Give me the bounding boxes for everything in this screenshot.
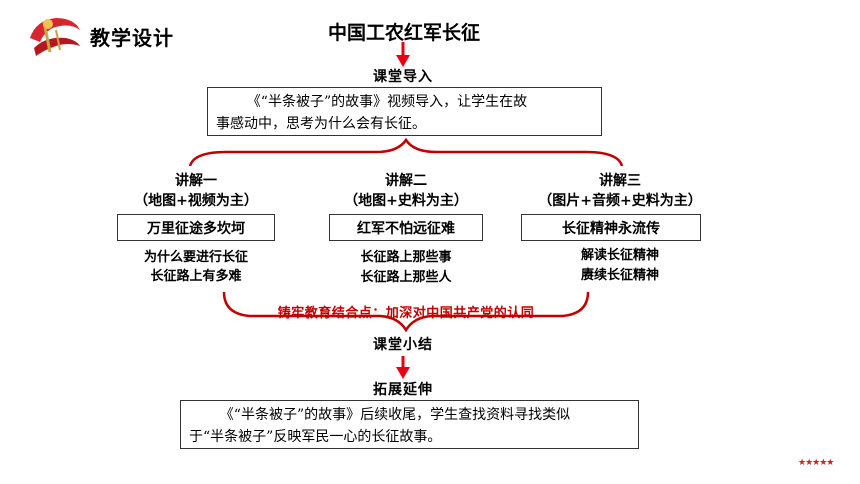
- summary-label: 课堂小结: [373, 337, 433, 353]
- lecture1-topic-box: 万里征途多坎坷: [117, 214, 275, 241]
- lecture3-title: 讲解三: [599, 173, 641, 189]
- extension-text-line2: 于“半条被子”反映军民一心的长征故事。: [189, 429, 442, 445]
- intro-text-line1: 《“半条被子”的故事》视频导入，让学生在故: [246, 94, 528, 110]
- intro-box: 《“半条被子”的故事》视频导入，让学生在故 事感动中，思考为什么会有长征。: [207, 87, 602, 136]
- lecture3-point2: 赓续长征精神: [580, 268, 659, 283]
- lecture3-method: （图片+音频+史料为主）: [538, 193, 702, 209]
- lecture1-topic: 万里征途多坎坷: [147, 220, 245, 237]
- lecture1-point1: 为什么要进行长征: [143, 250, 248, 265]
- bottom-brace: [222, 291, 590, 333]
- lecture2-point2: 长征路上那些人: [360, 270, 452, 285]
- lecture3-topic: 长征精神永流传: [562, 220, 660, 237]
- extension-label: 拓展延伸: [373, 382, 433, 398]
- lecture1-method: （地图+视频为主）: [134, 193, 258, 209]
- section-title: 教学设计: [90, 26, 174, 50]
- intro-label: 课堂导入: [373, 69, 433, 85]
- page-title: 中国工农红军长征: [327, 22, 480, 44]
- lecture2-topic-box: 红军不怕远征难: [329, 214, 483, 241]
- arrow-down-icon: [396, 42, 410, 67]
- rating-stars-icon: ★★★★★: [798, 458, 834, 468]
- arrow-down-icon: [396, 356, 410, 379]
- lecture1-point2: 长征路上有多难: [150, 269, 242, 284]
- connection-point: 铸牢教育结合点：加深对中国共产党的认同: [277, 306, 535, 321]
- lecture2-method: （地图+史料为主）: [344, 193, 468, 209]
- lecture1-title: 讲解一: [175, 173, 217, 189]
- logo-emblem-icon: [30, 18, 80, 56]
- top-brace: [188, 137, 624, 166]
- lecture2-topic: 红军不怕远征难: [357, 220, 455, 237]
- extension-box: 《“半条被子”的故事》后续收尾，学生查找资料寻找类似 于“半条被子”反映军民一心…: [180, 400, 639, 449]
- lecture3-point1: 解读长征精神: [580, 248, 659, 263]
- lecture2-title: 讲解二: [385, 173, 427, 189]
- intro-text-line2: 事感动中，思考为什么会有长征。: [216, 116, 426, 132]
- extension-text-line1: 《“半条被子”的故事》后续收尾，学生查找资料寻找类似: [219, 407, 571, 423]
- lecture3-topic-box: 长征精神永流传: [521, 214, 701, 241]
- lecture2-point1: 长征路上那些事: [360, 250, 452, 265]
